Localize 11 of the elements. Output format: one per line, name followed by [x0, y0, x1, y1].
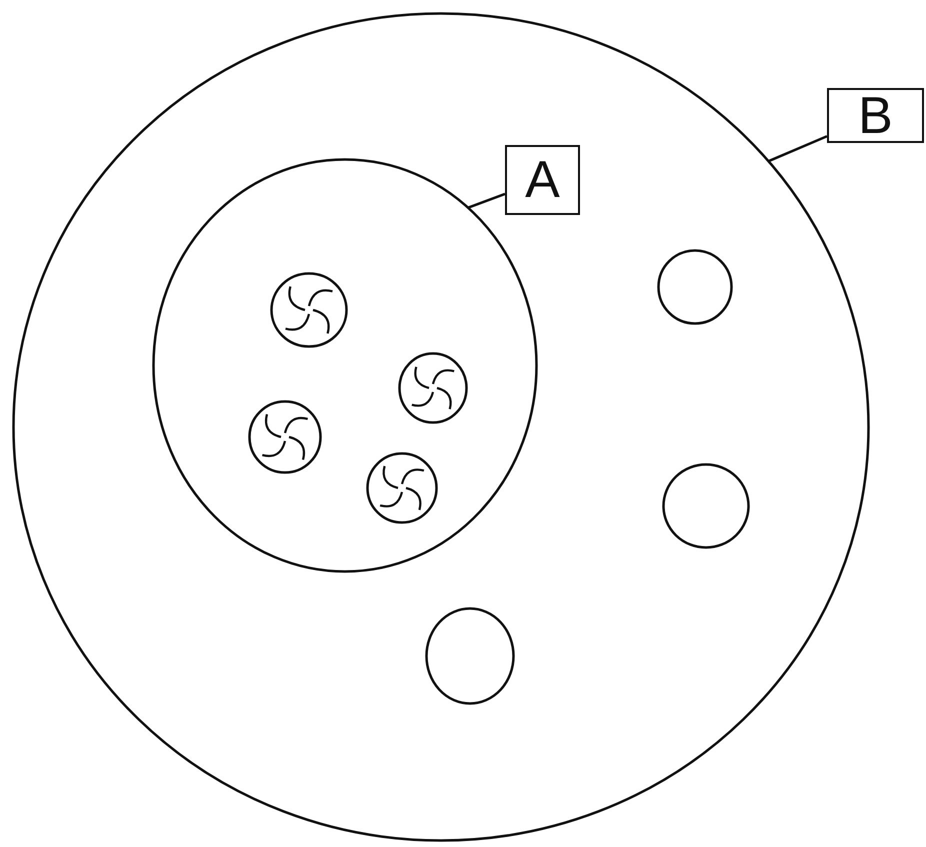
swirl-circle: [398, 352, 468, 424]
swirl-circle: [366, 452, 438, 524]
leader-line: [768, 135, 828, 162]
leader-line: [468, 192, 506, 209]
letter-label-box: B: [827, 88, 924, 143]
small-circle: [657, 249, 733, 325]
letter-label-box: A: [505, 145, 580, 215]
small-circle: [662, 463, 750, 549]
small-circle: [425, 607, 515, 705]
swirl-circle: [270, 272, 348, 348]
swirl-circle: [248, 400, 322, 474]
